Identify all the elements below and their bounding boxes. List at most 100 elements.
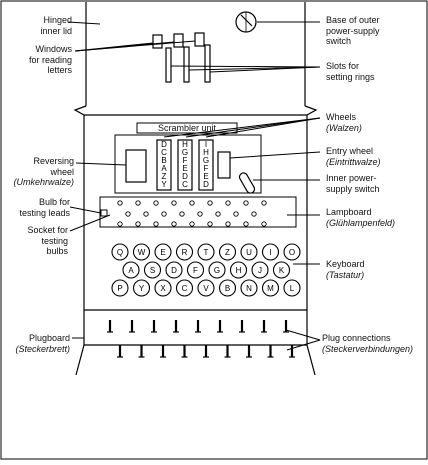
label-lampboard: Lampboard(Glühlampenfeld) — [326, 207, 395, 228]
label-keyboard: Keyboard(Tastatur) — [326, 259, 365, 280]
outer-power-switch-base — [235, 11, 257, 33]
key-h[interactable]: H — [229, 261, 248, 279]
key-letter: E — [160, 248, 165, 257]
plug — [261, 320, 267, 333]
lamp — [233, 211, 239, 217]
wheels-en: Wheels — [326, 112, 357, 122]
wheel-body — [156, 139, 172, 191]
machine-body — [73, 105, 318, 376]
plug-connections-de: (Steckerverbindungen) — [322, 343, 414, 354]
lamp — [171, 200, 177, 206]
key-r[interactable]: R — [175, 243, 194, 261]
lamp — [225, 221, 231, 227]
plug — [239, 320, 245, 333]
label-socket: Socket for testing bulbs — [27, 225, 68, 256]
reversing-wheel — [125, 149, 147, 183]
key-letter: S — [150, 266, 155, 275]
lamp — [243, 221, 249, 227]
plug — [289, 345, 295, 358]
hinged-inner-lid — [85, 2, 306, 106]
key-cap — [261, 279, 280, 297]
key-v[interactable]: V — [197, 279, 215, 297]
key-letter: B — [225, 284, 230, 293]
plug — [129, 320, 135, 333]
key-w[interactable]: W — [132, 243, 151, 261]
key-l[interactable]: L — [283, 279, 301, 297]
plug — [151, 320, 157, 333]
key-q[interactable]: Q — [111, 243, 129, 261]
key-letter: O — [289, 248, 295, 257]
label-hinged-lid: Hinged inner lid — [40, 15, 72, 36]
key-c[interactable]: C — [175, 279, 194, 297]
key-f[interactable]: F — [186, 261, 205, 279]
plugboard-plugs — [107, 320, 295, 358]
key-n[interactable]: N — [240, 279, 258, 297]
key-cap — [122, 261, 140, 279]
key-letter: R — [182, 248, 188, 257]
label-plug-connections: Plug connections(Steckerverbindungen) — [322, 333, 413, 354]
lamp — [153, 221, 159, 227]
lamp — [161, 211, 167, 217]
key-y[interactable]: Y — [132, 279, 151, 297]
key-e[interactable]: E — [154, 243, 172, 261]
key-g[interactable]: G — [208, 261, 226, 279]
plug — [246, 345, 252, 358]
lamp — [251, 211, 257, 217]
key-letter: M — [267, 284, 274, 293]
key-u[interactable]: U — [240, 243, 258, 261]
key-cap — [261, 243, 280, 261]
plug-connections-en: Plug connections — [322, 333, 391, 343]
key-cap — [143, 261, 162, 279]
plugboard-de: (Steckerbrett) — [15, 343, 70, 354]
wheel-body — [198, 139, 214, 191]
lampboard-de: (Glühlampenfeld) — [326, 217, 396, 228]
key-k[interactable]: K — [272, 261, 291, 279]
key-cap — [283, 243, 301, 261]
key-p[interactable]: P — [111, 279, 129, 297]
lamp — [153, 200, 159, 206]
key-x[interactable]: X — [154, 279, 172, 297]
plug — [138, 345, 145, 358]
entry-wheel-en: Entry wheel — [326, 146, 374, 156]
key-z[interactable]: Z — [218, 243, 237, 261]
key-letter: L — [290, 284, 295, 293]
key-cap — [208, 261, 226, 279]
key-t[interactable]: T — [197, 243, 215, 261]
lamp — [261, 200, 267, 206]
key-s[interactable]: S — [143, 261, 162, 279]
reversing-wheel-de: (Umkehrwalze) — [13, 177, 74, 187]
key-cap — [165, 261, 183, 279]
plug — [195, 320, 201, 333]
key-letter: W — [138, 248, 146, 257]
key-b[interactable]: B — [218, 279, 237, 297]
keyboard-en: Keyboard — [326, 259, 365, 269]
key-cap — [197, 243, 215, 261]
plug — [117, 345, 123, 358]
key-j[interactable]: J — [251, 261, 269, 279]
key-a[interactable]: A — [122, 261, 140, 279]
key-m[interactable]: M — [261, 279, 280, 297]
lamp — [189, 200, 195, 206]
key-d[interactable]: D — [165, 261, 183, 279]
entry-wheel-de: (Eintrittwalze) — [326, 156, 381, 167]
lamp — [261, 221, 267, 227]
key-letter: I — [269, 248, 271, 257]
key-o[interactable]: O — [283, 243, 301, 261]
key-letter: F — [193, 266, 198, 275]
lamp — [225, 200, 231, 206]
key-letter: P — [117, 284, 122, 293]
key-letter: N — [246, 284, 252, 293]
key-i[interactable]: I — [261, 243, 280, 261]
key-cap — [229, 261, 248, 279]
key-cap — [197, 279, 215, 297]
keyboard-de: (Tastatur) — [326, 269, 365, 280]
lamp — [243, 200, 249, 206]
lamp — [207, 200, 213, 206]
